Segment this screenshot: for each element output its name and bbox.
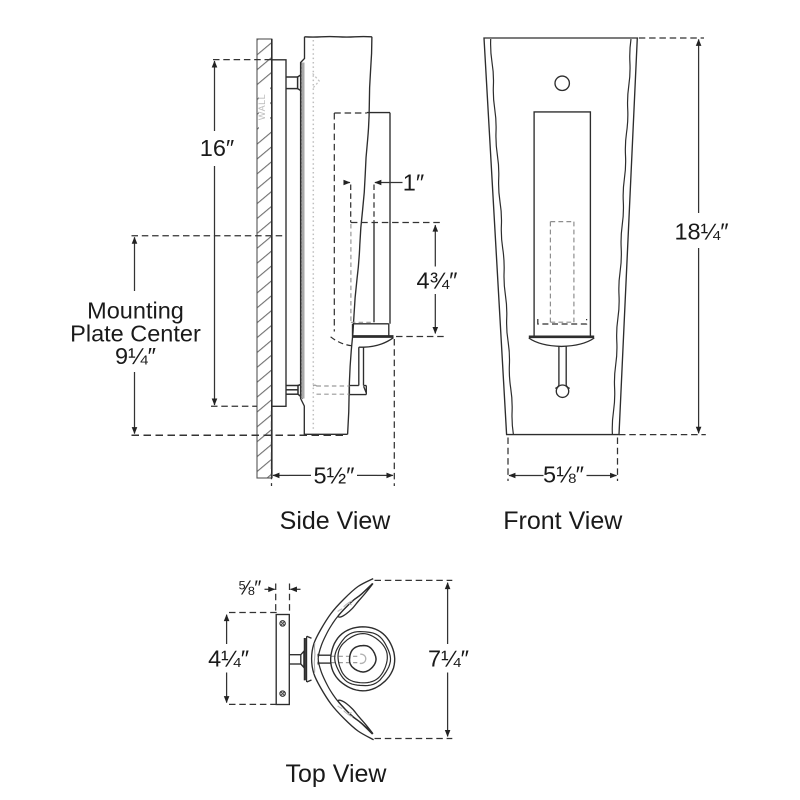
svg-text:WALL: WALL: [257, 94, 267, 120]
svg-text:Side View: Side View: [280, 507, 392, 535]
svg-text:9¼″: 9¼″: [115, 343, 156, 369]
svg-text:16″: 16″: [200, 135, 234, 161]
svg-text:1″: 1″: [403, 170, 424, 196]
svg-text:Mounting: Mounting: [87, 298, 184, 324]
svg-text:18¼″: 18¼″: [674, 219, 728, 245]
svg-text:⅝″: ⅝″: [238, 578, 262, 600]
svg-text:4¼″: 4¼″: [208, 646, 249, 672]
svg-text:Plate Center: Plate Center: [70, 321, 201, 347]
svg-text:4¾″: 4¾″: [417, 268, 458, 294]
svg-text:Front View: Front View: [503, 507, 623, 535]
svg-text:Top View: Top View: [286, 760, 388, 788]
svg-text:7¼″: 7¼″: [428, 646, 469, 672]
svg-text:5⅛″: 5⅛″: [543, 462, 584, 488]
svg-text:5½″: 5½″: [314, 463, 355, 489]
